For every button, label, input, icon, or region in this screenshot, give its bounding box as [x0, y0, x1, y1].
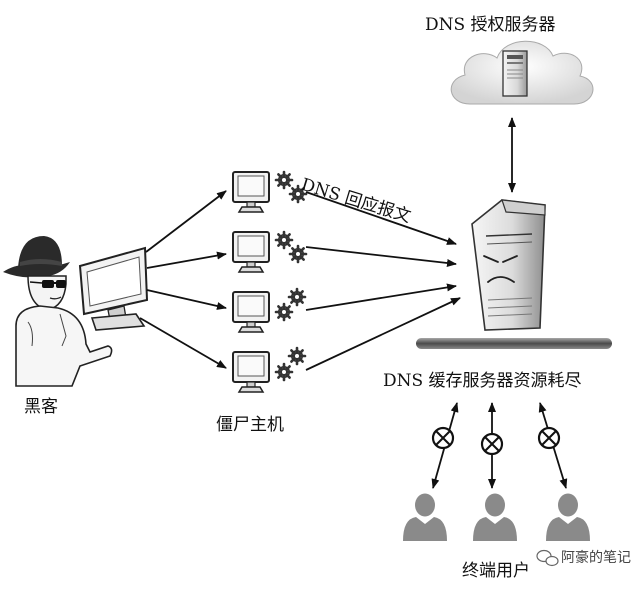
- zombies-label: 僵尸主机: [216, 415, 284, 435]
- cache-server-icon: [471, 199, 546, 331]
- blocked-symbols: [431, 426, 561, 456]
- user-icon: [403, 493, 447, 541]
- user-icon: [473, 493, 517, 541]
- wechat-icon: [536, 549, 559, 567]
- hacker-to-zombie-arrows: [139, 190, 227, 369]
- gear-icon: [274, 302, 294, 322]
- gear-icon: [274, 170, 294, 190]
- zombie-gears: [274, 170, 308, 382]
- zombie-monitor-icon: [232, 351, 270, 393]
- hacker-icon: [3, 236, 113, 387]
- watermark: 阿豪的笔记: [561, 550, 631, 566]
- gear-icon: [274, 362, 294, 382]
- zombie-hosts: [232, 171, 270, 393]
- resource-bar: [416, 338, 612, 349]
- gear-icon: [288, 244, 308, 264]
- end-user-icons: [403, 493, 590, 541]
- zombie-to-server-arrows: [305, 191, 461, 371]
- gear-icon: [274, 230, 294, 250]
- hacker-computer-icon: [78, 246, 149, 331]
- hacker-label: 黑客: [24, 397, 58, 417]
- auth-server-label: DNS 授权服务器: [425, 15, 556, 35]
- auth-server-icon: [502, 50, 528, 97]
- zombie-monitor-icon: [232, 291, 270, 333]
- blocked-icon: [480, 432, 504, 456]
- gear-icon: [287, 287, 307, 307]
- blocked-icon: [537, 426, 561, 450]
- end-users-label: 终端用户: [462, 561, 530, 581]
- cache-server-label: DNS 缓存服务器资源耗尽: [383, 371, 582, 391]
- gear-icon: [287, 346, 307, 366]
- zombie-monitor-icon: [232, 171, 270, 213]
- user-icon: [546, 493, 590, 541]
- zombie-monitor-icon: [232, 231, 270, 273]
- blocked-icon: [431, 426, 455, 450]
